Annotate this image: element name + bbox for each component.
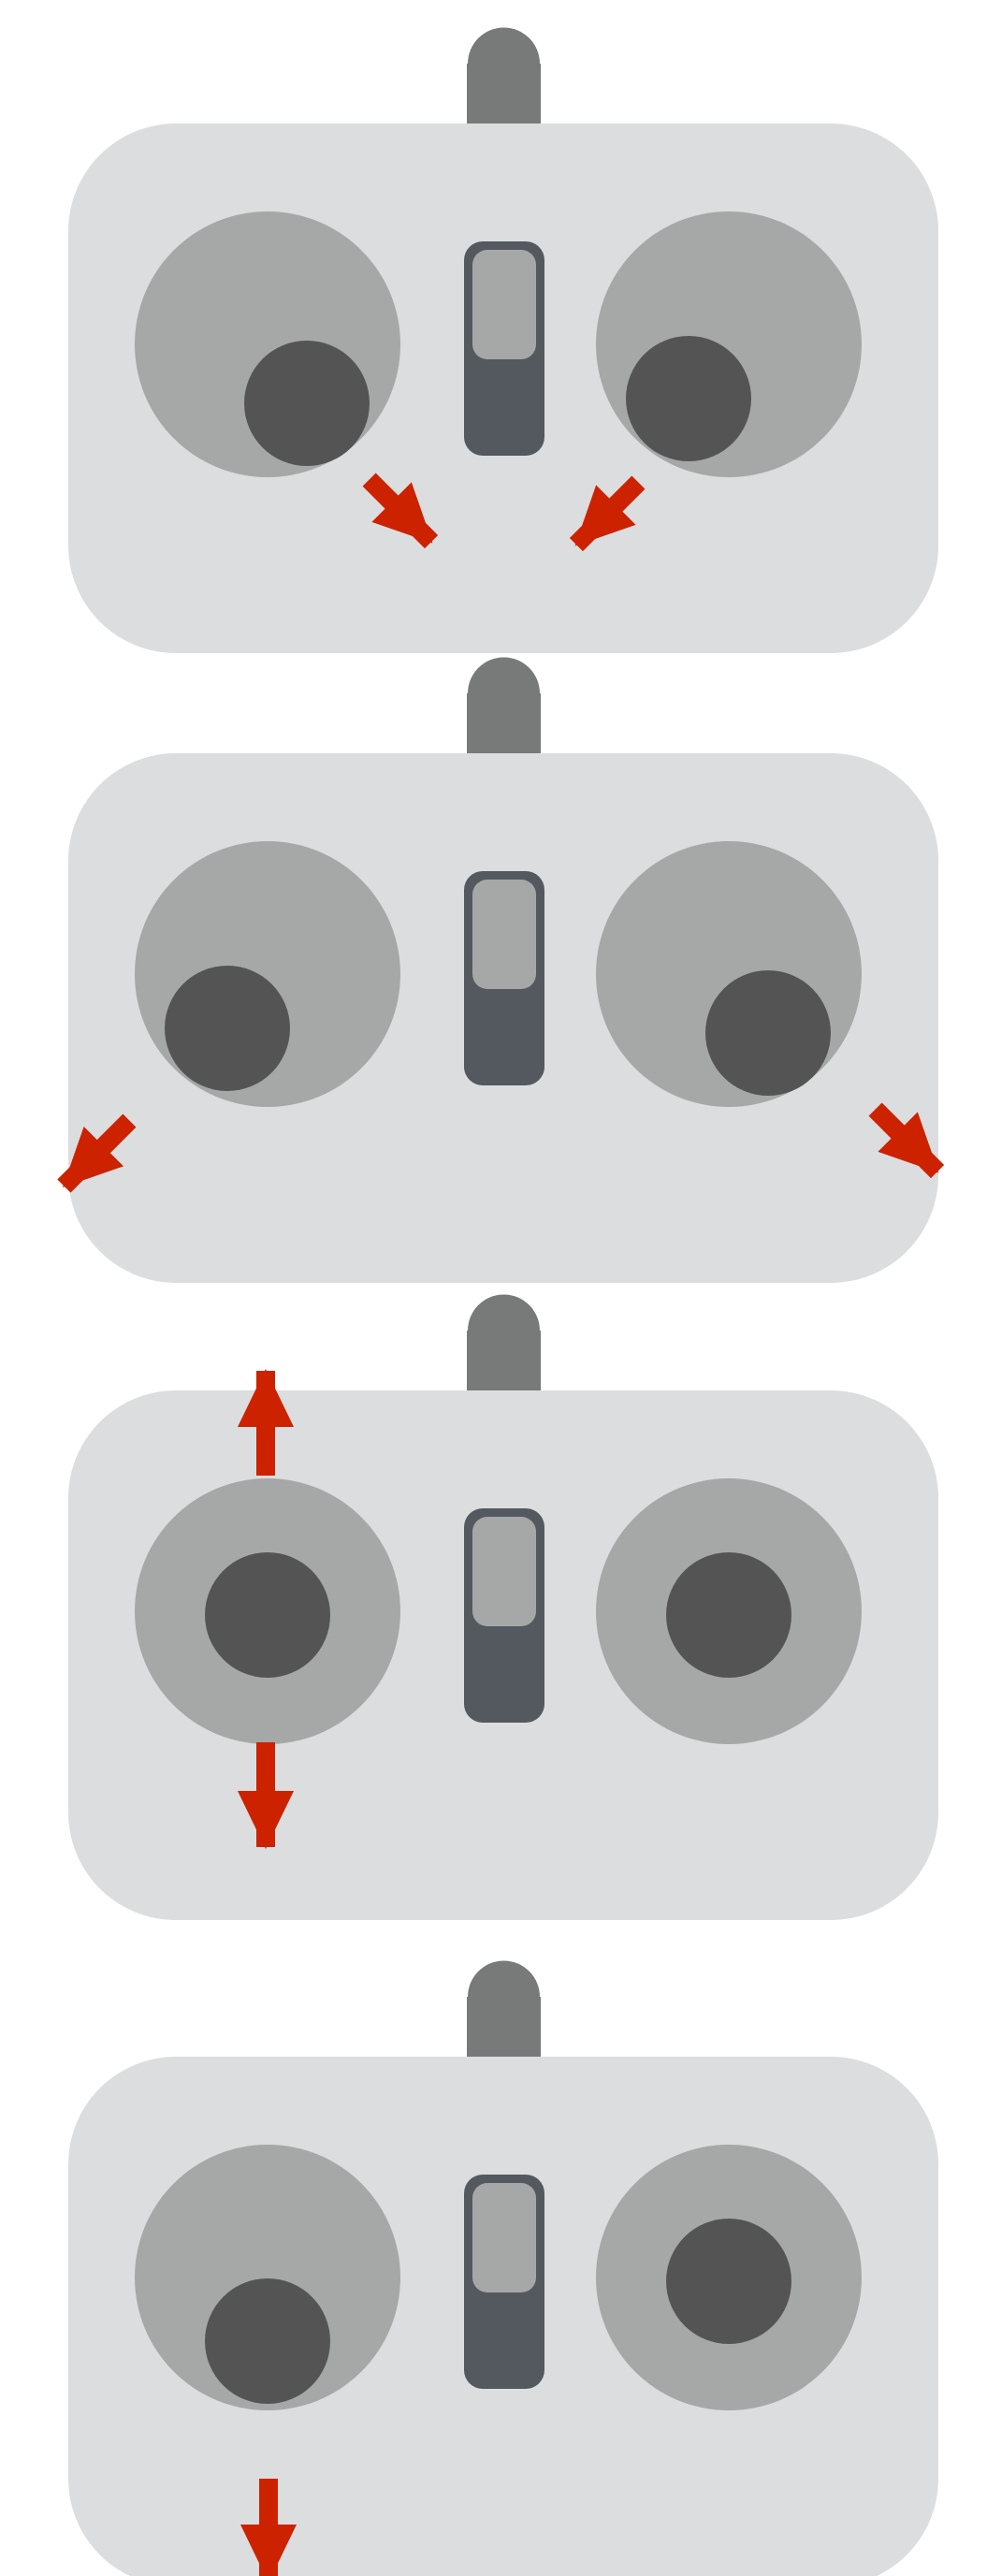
antenna-tip (468, 28, 540, 100)
antenna-tip (468, 658, 540, 730)
switch-knob (472, 1517, 536, 1626)
switch-knob (472, 250, 536, 359)
switch-knob (472, 880, 536, 989)
switch-knob (472, 2183, 536, 2292)
right-stick-knob (666, 1552, 791, 1678)
antenna-tip (468, 1961, 540, 2033)
controller-4 (68, 1961, 938, 2576)
right-stick-knob (705, 970, 831, 1096)
left-stick-knob (165, 966, 290, 1091)
left-stick-knob (205, 1552, 330, 1678)
controller-2 (43, 658, 959, 1284)
controller-1 (68, 28, 938, 654)
right-stick-knob (626, 336, 751, 461)
left-stick-knob (244, 341, 370, 466)
left-stick-knob (205, 2278, 330, 2404)
controller-3 (68, 1295, 938, 1921)
right-stick-knob (666, 2219, 791, 2344)
antenna-tip (468, 1295, 540, 1367)
